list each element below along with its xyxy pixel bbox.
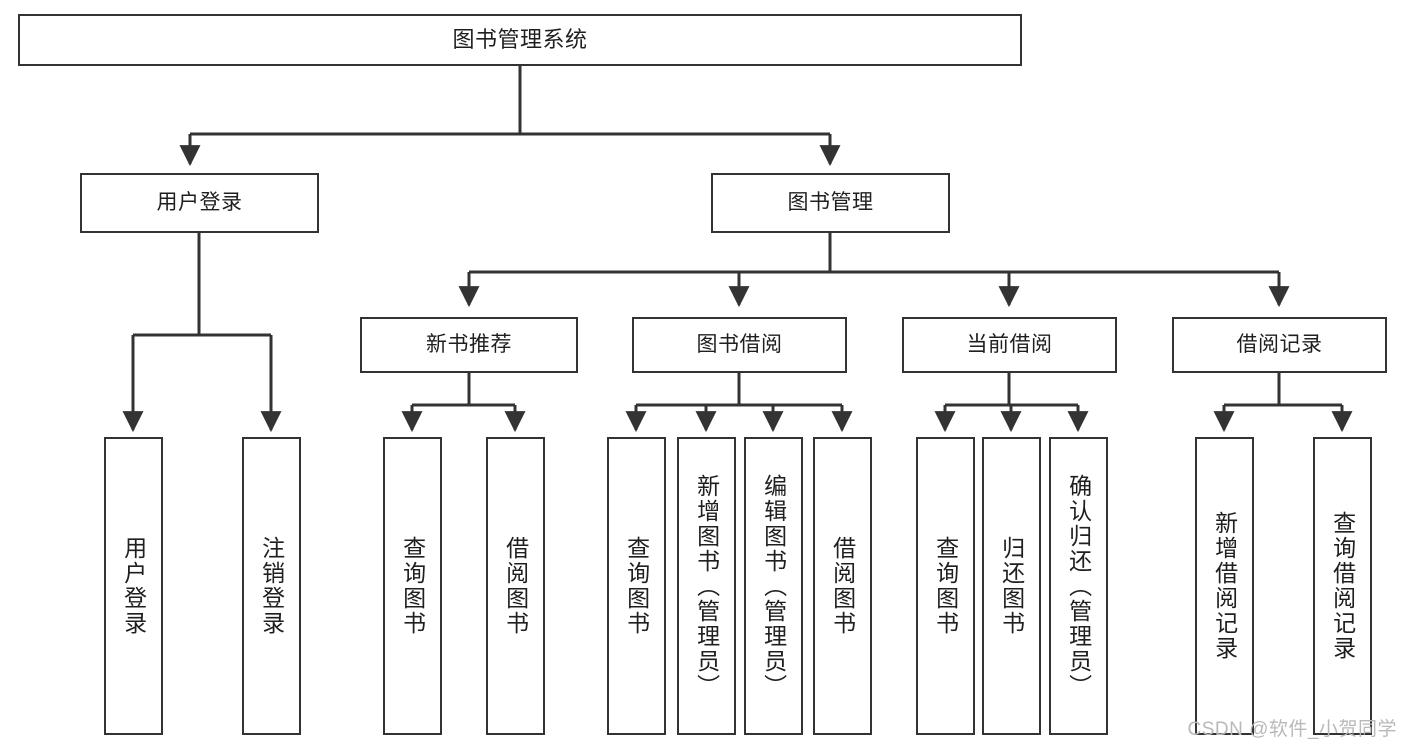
- node-label: 用户登录: [156, 190, 243, 214]
- leaf-query-record[interactable]: 查询借阅记录: [1313, 437, 1372, 735]
- leaf-borrow-book-1[interactable]: 借阅图书: [486, 437, 545, 735]
- node-label: 借阅图书: [829, 536, 856, 636]
- node-label: 新增借阅记录: [1211, 511, 1238, 661]
- leaf-query-book-3[interactable]: 查询图书: [916, 437, 975, 735]
- watermark: CSDN @软件_小贺同学: [1187, 719, 1397, 740]
- node-book-borrow[interactable]: 图书借阅: [632, 317, 847, 373]
- leaf-logout[interactable]: 注销登录: [242, 437, 301, 735]
- node-label: 新增图书（管理员）: [693, 473, 720, 699]
- node-label: 编辑图书（管理员）: [760, 473, 787, 699]
- node-label: 归还图书: [998, 536, 1025, 636]
- leaf-query-book-2[interactable]: 查询图书: [607, 437, 666, 735]
- leaf-return-book[interactable]: 归还图书: [982, 437, 1041, 735]
- node-book-manage[interactable]: 图书管理: [711, 173, 950, 233]
- node-label: 查询图书: [399, 536, 426, 636]
- leaf-edit-book[interactable]: 编辑图书（管理员）: [744, 437, 803, 735]
- leaf-add-record[interactable]: 新增借阅记录: [1195, 437, 1254, 735]
- node-label: 查询图书: [932, 536, 959, 636]
- node-current-borrow[interactable]: 当前借阅: [902, 317, 1117, 373]
- leaf-user-login[interactable]: 用户登录: [104, 437, 163, 735]
- node-label: 确认归还（管理员）: [1065, 473, 1092, 699]
- node-label: 当前借阅: [966, 332, 1053, 356]
- node-label: 图书管理: [787, 190, 874, 214]
- leaf-confirm-return[interactable]: 确认归还（管理员）: [1049, 437, 1108, 735]
- node-label: 图书管理系统: [452, 27, 588, 53]
- node-label: 图书借阅: [696, 332, 783, 356]
- node-label: 借阅记录: [1236, 332, 1323, 356]
- node-label: 新书推荐: [426, 332, 512, 356]
- node-label: 查询图书: [623, 536, 650, 636]
- node-label: 查询借阅记录: [1329, 511, 1356, 661]
- node-borrow-record[interactable]: 借阅记录: [1172, 317, 1387, 373]
- leaf-add-book[interactable]: 新增图书（管理员）: [677, 437, 736, 735]
- node-root-system[interactable]: 图书管理系统: [18, 14, 1022, 66]
- node-new-book-recommend[interactable]: 新书推荐: [360, 317, 578, 373]
- leaf-borrow-book-2[interactable]: 借阅图书: [813, 437, 872, 735]
- leaf-query-book-1[interactable]: 查询图书: [383, 437, 442, 735]
- node-user-login[interactable]: 用户登录: [80, 173, 319, 233]
- node-label: 用户登录: [120, 536, 147, 636]
- node-label: 注销登录: [258, 536, 285, 636]
- node-label: 借阅图书: [502, 536, 529, 636]
